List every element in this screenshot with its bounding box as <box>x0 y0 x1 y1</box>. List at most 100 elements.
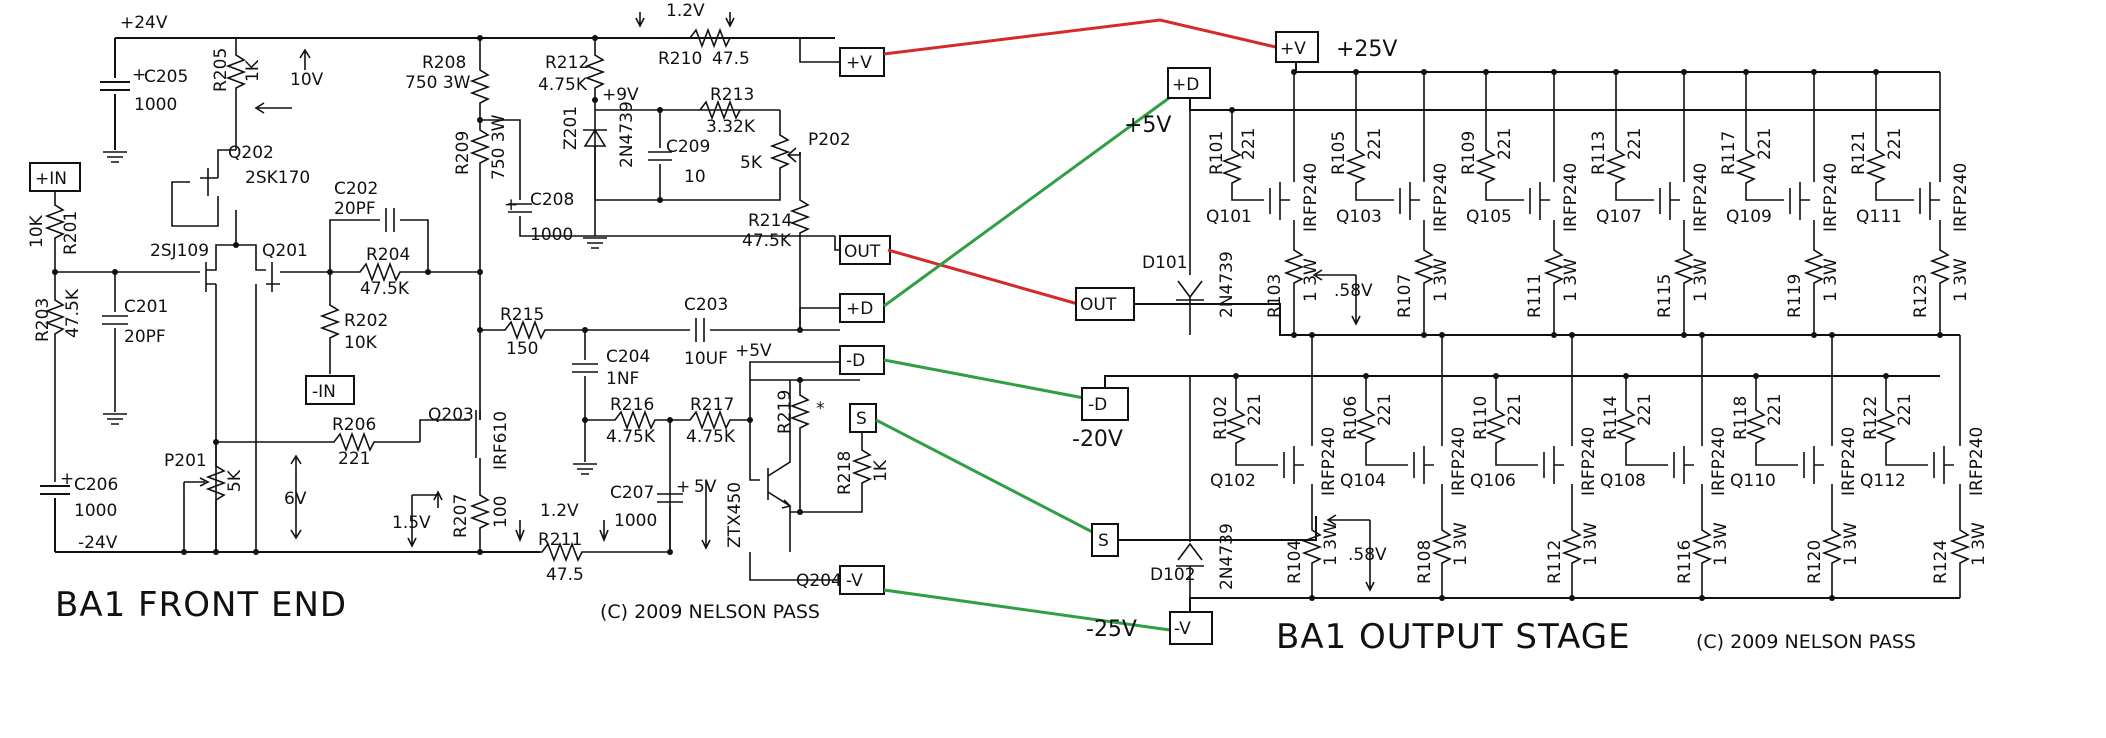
r116-ref: R116 <box>1675 540 1695 584</box>
front-end-section: +24V -24V + C205 1000 R205 1K 10V Q202 2… <box>27 1 891 625</box>
q107-type: IRFP240 <box>1691 163 1711 232</box>
wire-vp <box>883 18 1281 56</box>
d101-ref: D101 <box>1142 253 1188 273</box>
out-terminal-out[interactable]: OUT <box>1080 295 1117 315</box>
rail-pos-label: +24V <box>120 13 168 33</box>
q105-type: IRFP240 <box>1561 163 1581 232</box>
r113-ref: R113 <box>1589 131 1609 175</box>
top-cell: R101 221 Q101 IRFP240 R103 1 3W <box>1206 69 1321 338</box>
r102-value: 221 <box>1245 394 1265 426</box>
q102-ref: Q102 <box>1210 471 1256 491</box>
r214-value: 47.5K <box>742 231 792 251</box>
r120-ref: R120 <box>1805 540 1825 584</box>
r207-ref: R207 <box>451 494 471 538</box>
out-terminal-dn[interactable]: -D <box>1088 395 1107 415</box>
r103-ref: R103 <box>1265 274 1285 318</box>
r104-value: 1 3W <box>1321 522 1341 566</box>
r211-value: 47.5 <box>546 565 584 585</box>
c203-ref: C203 <box>684 295 728 315</box>
r113-value: 221 <box>1625 128 1645 160</box>
r216-value: 4.75K <box>606 427 656 447</box>
c208-value: 1000 <box>530 225 573 245</box>
r120-value: 1 3W <box>1841 522 1861 566</box>
terminal-dn[interactable]: -D <box>846 351 865 371</box>
r206-value: 221 <box>338 449 370 469</box>
front-end-copyright: (C) 2009 NELSON PASS <box>600 601 820 623</box>
q108-ref: Q108 <box>1600 471 1646 491</box>
voltage-9v: +9V <box>602 85 639 105</box>
r219-value: * <box>816 399 825 419</box>
r207-value: 100 <box>491 496 511 528</box>
r111-ref: R111 <box>1525 274 1545 318</box>
r109-value: 221 <box>1495 128 1515 160</box>
r218-ref: R218 <box>835 451 855 495</box>
r121-value: 221 <box>1885 128 1905 160</box>
out-terminal-s[interactable]: S <box>1098 531 1109 551</box>
q107-ref: Q107 <box>1596 207 1642 227</box>
voltage-58-bottom: .58V <box>1348 545 1387 565</box>
bottom-cell: R118 221 Q110 IRFP240 R120 1 3W <box>1730 332 1861 601</box>
r208-ref: R208 <box>422 53 466 73</box>
q110-type: IRFP240 <box>1839 427 1859 496</box>
c205-value: 1000 <box>134 95 177 115</box>
r123-ref: R123 <box>1911 274 1931 318</box>
terminal-in-neg[interactable]: -IN <box>312 382 336 402</box>
q203-value: IRF610 <box>491 411 511 470</box>
q203-ref: Q203 <box>428 405 474 425</box>
out-terminal-dp[interactable]: +D <box>1172 75 1199 95</box>
r119-value: 1 3W <box>1821 258 1841 302</box>
r117-value: 221 <box>1755 128 1775 160</box>
q106-type: IRFP240 <box>1579 427 1599 496</box>
r213-ref: R213 <box>710 85 754 105</box>
c208-ref: C208 <box>530 190 574 210</box>
terminal-vp[interactable]: +V <box>846 53 872 73</box>
terminal-s[interactable]: S <box>856 409 867 429</box>
voltage-1-2v-a: 1.2V <box>666 1 705 21</box>
r219-ref: R219 <box>775 390 795 434</box>
r217-ref: R217 <box>690 395 734 415</box>
q106-ref: Q106 <box>1470 471 1516 491</box>
c207-value: 1000 <box>614 511 657 531</box>
r205-value: 1K <box>243 59 263 82</box>
r115-ref: R115 <box>1655 274 1675 318</box>
r114-value: 221 <box>1635 394 1655 426</box>
r110-value: 221 <box>1505 394 1525 426</box>
q111-ref: Q111 <box>1856 207 1902 227</box>
r213-value: 3.32K <box>706 117 756 137</box>
q201-value: 2SJ109 <box>150 241 209 261</box>
bottom-cell: R110 221 Q106 IRFP240 R112 1 3W <box>1470 332 1601 601</box>
c209-ref: C209 <box>666 137 710 157</box>
c202-ref: C202 <box>334 179 378 199</box>
r107-ref: R107 <box>1395 274 1415 318</box>
r111-value: 1 3W <box>1561 258 1581 302</box>
terminal-out[interactable]: OUT <box>844 242 881 262</box>
r106-ref: R106 <box>1341 396 1361 440</box>
r201-value: 10K <box>27 214 47 248</box>
r118-ref: R118 <box>1731 396 1751 440</box>
q112-type: IRFP240 <box>1967 427 1987 496</box>
r108-ref: R108 <box>1415 540 1435 584</box>
r101-value: 221 <box>1239 128 1259 160</box>
r215-ref: R215 <box>500 305 544 325</box>
terminal-in-pos[interactable]: +IN <box>35 169 67 189</box>
voltage-1-2v-b: 1.2V <box>540 501 579 521</box>
out-terminal-vn[interactable]: -V <box>1174 619 1191 639</box>
rail-20v: -20V <box>1072 427 1123 452</box>
terminal-vn[interactable]: -V <box>846 571 863 591</box>
r110-ref: R110 <box>1471 396 1491 440</box>
out-terminal-vp[interactable]: +V <box>1280 39 1306 59</box>
r122-ref: R122 <box>1861 396 1881 440</box>
q202-value: 2SK170 <box>245 168 310 188</box>
voltage-5v-b: +5V <box>735 341 772 361</box>
r203-value: 47.5K <box>63 288 83 338</box>
r214-ref: R214 <box>748 211 792 231</box>
d101-value: 2N4739 <box>1217 251 1237 318</box>
top-cell: R109 221 Q105 IRFP240 R111 1 3W <box>1459 69 1581 338</box>
r123-value: 1 3W <box>1951 258 1971 302</box>
q103-type: IRFP240 <box>1431 163 1451 232</box>
r119-ref: R119 <box>1785 274 1805 318</box>
r212-ref: R212 <box>545 53 589 73</box>
q104-type: IRFP240 <box>1449 427 1469 496</box>
terminal-dp[interactable]: +D <box>846 299 873 319</box>
q201-ref: Q201 <box>262 241 308 261</box>
